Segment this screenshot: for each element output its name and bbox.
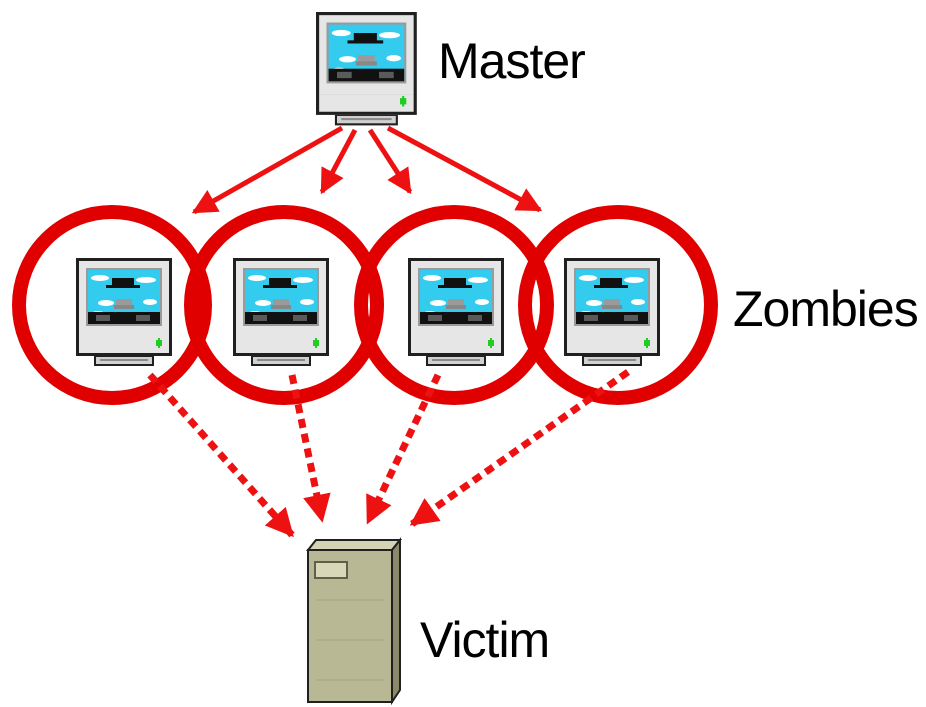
victim-label: Victim: [420, 612, 550, 668]
command-arrows: [191, 125, 543, 215]
victim-server-tower-icon: [305, 537, 403, 706]
attack-arrow-3: [364, 373, 442, 525]
zombie-ring-4: [518, 205, 718, 405]
attack-arrow-1: [147, 372, 295, 538]
zombie-monitor-icon-1: [76, 258, 172, 366]
command-arrow-4: [386, 125, 543, 213]
zombies-label: Zombies: [733, 281, 919, 337]
command-arrow-2: [319, 128, 358, 195]
command-arrow-3: [367, 128, 413, 195]
attack-arrow-2: [288, 374, 331, 523]
attack-arrows: [147, 369, 631, 538]
master-label: Master: [438, 33, 586, 89]
zombie-ring-2: [184, 205, 384, 405]
zombie-ring-3: [354, 205, 554, 405]
zombie-ring-1: [12, 205, 212, 405]
zombie-monitor-icon-4: [564, 258, 660, 366]
zombie-rings: [12, 205, 718, 405]
command-arrow-1: [191, 125, 344, 215]
zombie-monitor-icon-3: [408, 258, 504, 366]
master-monitor-icon: [316, 12, 417, 126]
zombie-monitor-icon-2: [233, 258, 329, 366]
